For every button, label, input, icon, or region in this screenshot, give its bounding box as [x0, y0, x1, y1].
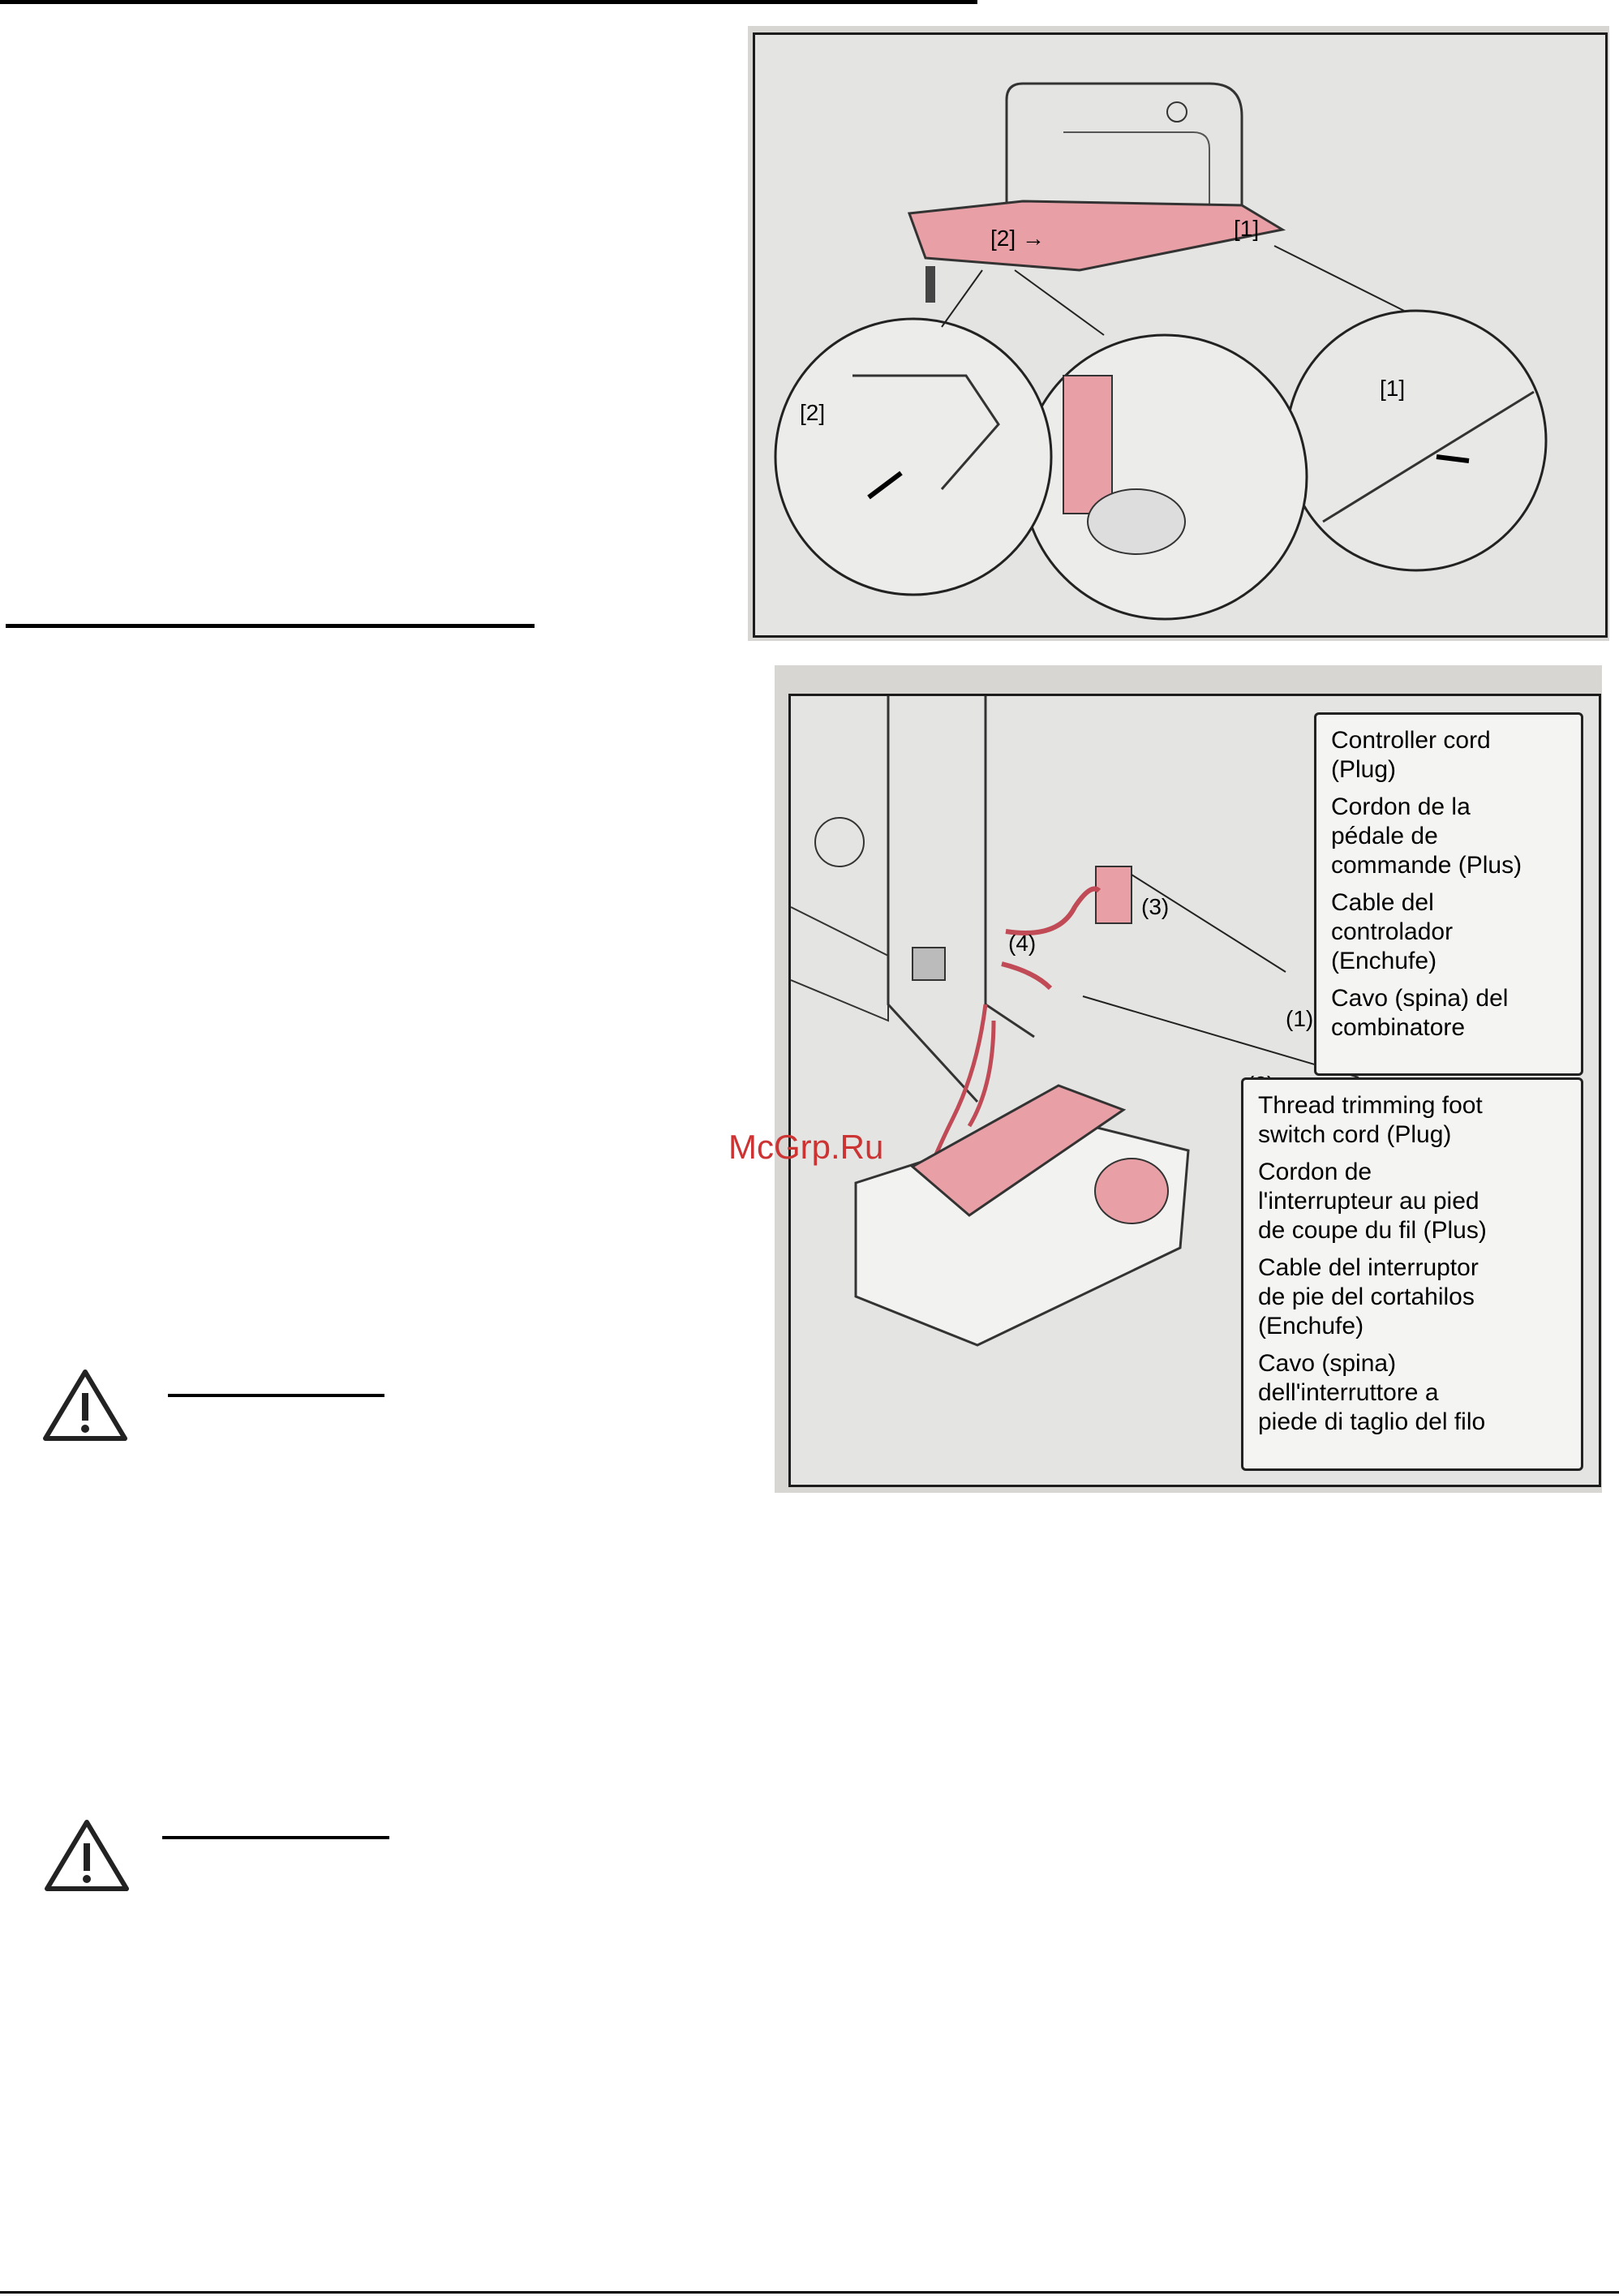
- top-rule: [0, 0, 977, 4]
- legend-line: de pie del cortahilos: [1258, 1283, 1475, 1310]
- warning-triangle-icon: [45, 1820, 129, 1891]
- callout: [1]: [1380, 376, 1405, 401]
- legend-line: (Enchufe): [1331, 948, 1437, 974]
- callout: [1]: [1234, 216, 1259, 241]
- legend-line: (Plug): [1331, 756, 1397, 783]
- legend-line: Cable del: [1331, 889, 1434, 916]
- warning-heading-line: [162, 1836, 389, 1839]
- callout-3: (3): [1141, 894, 1170, 919]
- figure-bottom-drawing: [791, 696, 1359, 1347]
- legend-line: pédale de: [1331, 823, 1438, 849]
- figure-bottom: (3) (4) (1) (2) Controller cord (Plug) C…: [788, 694, 1601, 1487]
- figure-top: [2] → [1] [1] [2]: [753, 32, 1608, 638]
- watermark: McGrp.Ru: [728, 1128, 884, 1166]
- bottom-rule: [0, 2291, 1619, 2294]
- legend-controller-cord: Controller cord (Plug) Cordon de la péda…: [1314, 712, 1583, 1076]
- warning-heading-line: [168, 1394, 384, 1397]
- legend-line: (Enchufe): [1258, 1313, 1364, 1339]
- figure-top-drawing: [2] → [1] [1] [2]: [774, 82, 1548, 621]
- legend-line: controlador: [1331, 918, 1454, 945]
- legend-line: Cable del interruptor: [1258, 1254, 1479, 1281]
- legend-line: Cordon de la: [1331, 793, 1471, 820]
- legend-thread-trimming-cord: Thread trimming foot switch cord (Plug) …: [1241, 1077, 1583, 1471]
- callout: [2]: [800, 400, 825, 425]
- legend-line: l'interrupteur au pied: [1258, 1188, 1479, 1215]
- legend-line: piede di taglio del filo: [1258, 1408, 1486, 1435]
- legend-line: commande (Plus): [1331, 852, 1522, 879]
- legend-line: combinatore: [1331, 1014, 1466, 1041]
- callout: [2] →: [990, 226, 1045, 251]
- legend-line: Cordon de: [1258, 1159, 1372, 1185]
- callout-1: (1): [1286, 1006, 1314, 1031]
- section-rule: [6, 624, 535, 628]
- legend-line: Thread trimming foot: [1258, 1092, 1483, 1119]
- legend-line: switch cord (Plug): [1258, 1121, 1452, 1148]
- legend-line: Cavo (spina) del: [1331, 985, 1509, 1012]
- legend-line: Controller cord: [1331, 727, 1491, 754]
- legend-line: de coupe du fil (Plus): [1258, 1217, 1487, 1244]
- legend-line: dell'interruttore a: [1258, 1379, 1439, 1406]
- legend-line: Cavo (spina): [1258, 1350, 1397, 1377]
- warning-triangle-icon: [43, 1369, 127, 1441]
- callout-4: (4): [1008, 931, 1037, 956]
